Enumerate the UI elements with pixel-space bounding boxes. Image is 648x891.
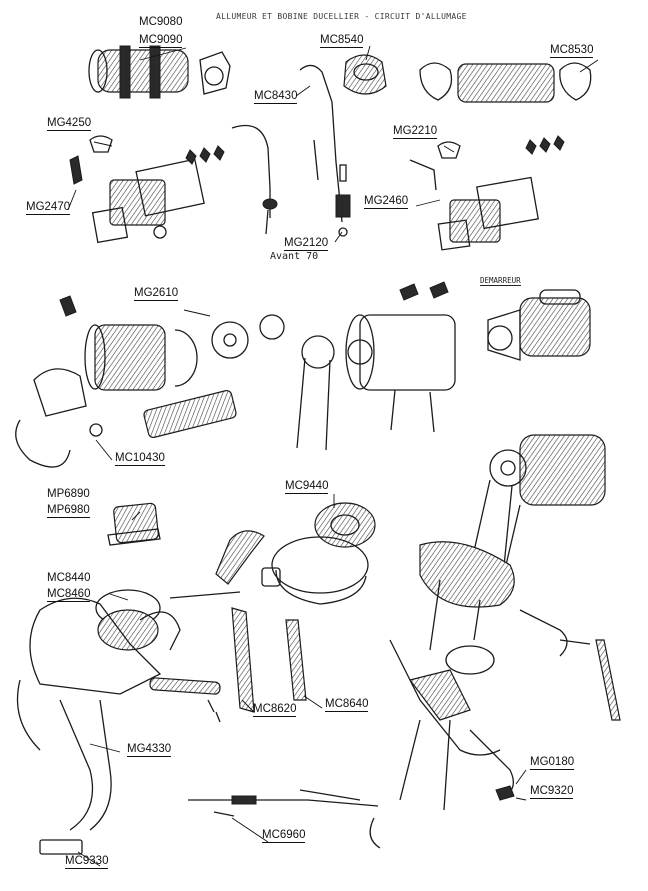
air-filter-drawing: [169, 502, 376, 605]
label-mc8430: MC8430: [254, 90, 298, 104]
label-mc8460: MC8460: [47, 588, 91, 602]
label-mc8640: MC8640: [325, 698, 369, 712]
leader-lines: [67, 45, 599, 867]
manifold-right-drawing: [389, 639, 515, 811]
distributor-b-drawing: [409, 135, 565, 251]
label-mg0180: MG0180: [530, 756, 575, 770]
label-mg4250: MG4250: [47, 117, 92, 131]
distributor-a-drawing: [69, 135, 225, 244]
label-mg2470: MG2470: [26, 201, 71, 215]
air-filter-housing-drawing: [419, 541, 621, 721]
note-avant-70: Avant 70: [270, 251, 319, 262]
label-mg2120: MG2120: [284, 237, 329, 251]
dynamo-drawing: [15, 295, 285, 468]
label-mp6980: MP6980: [47, 504, 90, 518]
label-mc9080: MC9080: [139, 16, 183, 28]
label-mg4330: MG4330: [127, 743, 172, 757]
label-mc9330: MC9330: [65, 855, 109, 869]
flex-cable-drawing: [299, 64, 351, 237]
label-mg2210: MG2210: [393, 125, 438, 139]
starter-motor-drawing: [487, 289, 591, 361]
label-mc10430: MC10430: [115, 452, 165, 466]
label-mg2460: MG2460: [364, 195, 409, 209]
choke-cable-drawing: [188, 789, 381, 849]
generator-drawing: [296, 281, 456, 451]
label-demarreur: DEMARREUR: [480, 276, 521, 286]
alternator-drawing: [471, 434, 606, 567]
coil-drawing: [88, 45, 231, 99]
label-mc9440: MC9440: [285, 480, 329, 494]
label-mc6960: MC6960: [262, 829, 306, 843]
coil-cover-drawing: [419, 62, 592, 103]
label-mg2610: MG2610: [134, 287, 179, 301]
exhaust-manifold-drawing: [16, 589, 221, 855]
voltage-regulator-drawing: [107, 502, 161, 546]
label-mc9090: MC9090: [139, 34, 183, 48]
cap-drawing: [343, 54, 387, 95]
label-mc8440: MC8440: [47, 572, 91, 584]
hose-drawing: [231, 124, 278, 235]
label-mc9320: MC9320: [530, 785, 574, 799]
diagram-title: ALLUMEUR ET BOBINE DUCELLIER - CIRCUIT D…: [216, 12, 467, 21]
label-mp6890: MP6890: [47, 488, 90, 500]
label-mc8620: MC8620: [253, 703, 297, 717]
label-mc8530: MC8530: [550, 44, 594, 58]
label-mc8540: MC8540: [320, 34, 364, 48]
